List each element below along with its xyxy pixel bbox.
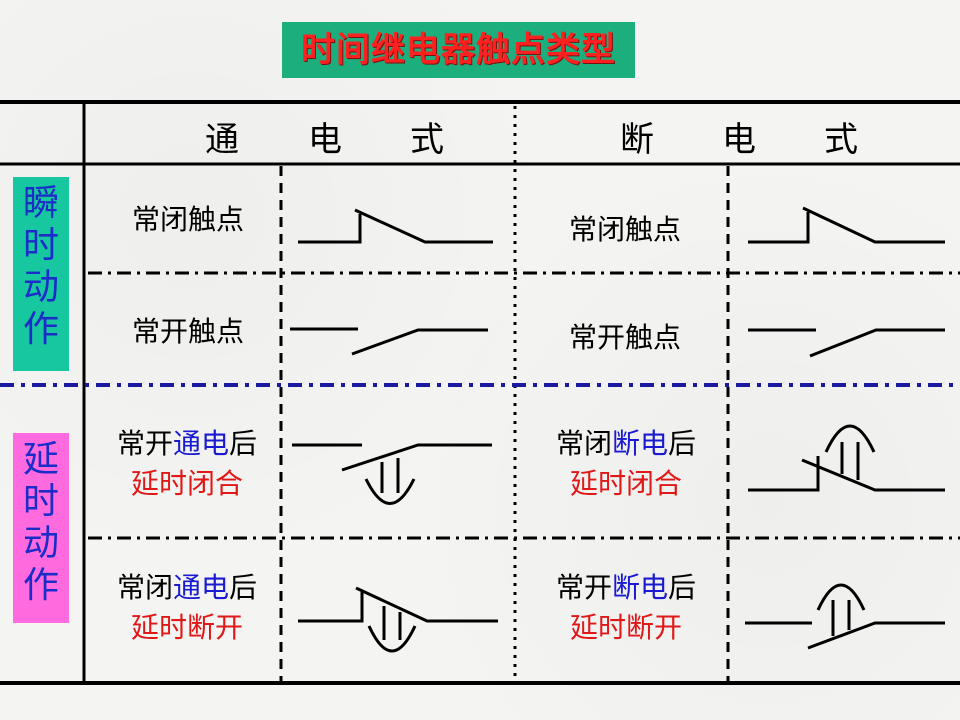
cell-inst-no-deenergize: 常开触点 bbox=[568, 321, 681, 354]
trigger-text: 通电 bbox=[172, 427, 229, 460]
page-title: 时间继电器触点类型 bbox=[282, 22, 635, 78]
contact-type: 常开 bbox=[555, 571, 612, 604]
header-energize-char-1: 通 bbox=[205, 120, 239, 160]
symbol-inst-nc-energize bbox=[298, 208, 493, 244]
contact-type: 常闭 bbox=[116, 571, 173, 604]
action-text: 延时断开 bbox=[569, 611, 682, 644]
trigger-text: 断电 bbox=[611, 571, 668, 604]
cell-line-1: 常开通电后 bbox=[94, 424, 280, 464]
suffix-text: 后 bbox=[668, 427, 697, 460]
group-label-instant: 瞬 时 动 作 bbox=[13, 177, 69, 371]
cell-line-1: 常闭通电后 bbox=[94, 568, 280, 608]
cell-delay-nc-energize: 常闭通电后 延时断开 bbox=[94, 568, 280, 648]
symbol-inst-no-energize bbox=[290, 327, 488, 356]
group-instant-char: 时 bbox=[22, 225, 59, 266]
cell-line-1: 常闭断电后 bbox=[528, 424, 724, 464]
group-delayed-char: 时 bbox=[22, 481, 59, 522]
group-instant-char: 瞬 bbox=[22, 183, 59, 224]
symbol-delay-nc-energize bbox=[298, 586, 498, 653]
group-delayed-char: 延 bbox=[22, 439, 59, 480]
suffix-text: 后 bbox=[229, 427, 258, 460]
suffix-text: 后 bbox=[229, 571, 258, 604]
header-deenergize-char-3: 式 bbox=[824, 120, 858, 160]
action-text: 延时闭合 bbox=[569, 467, 682, 500]
group-label-delayed: 延 时 动 作 bbox=[13, 433, 69, 623]
contact-type: 常闭 bbox=[555, 427, 612, 460]
header-energize-char-3: 式 bbox=[410, 120, 444, 160]
symbol-inst-no-deenergize bbox=[748, 328, 945, 358]
cell-inst-no-energize: 常开触点 bbox=[131, 315, 244, 348]
symbol-delay-no-energize bbox=[292, 443, 492, 505]
suffix-text: 后 bbox=[668, 571, 697, 604]
header-energize-char-2: 电 bbox=[308, 120, 342, 160]
cell-delay-nc-deenergize: 常闭断电后 延时闭合 bbox=[528, 424, 724, 504]
contact-type: 常开 bbox=[116, 427, 173, 460]
cell-delay-no-energize: 常开通电后 延时闭合 bbox=[94, 424, 280, 504]
trigger-text: 断电 bbox=[611, 427, 668, 460]
action-text: 延时闭合 bbox=[130, 467, 243, 500]
cell-line-1: 常开断电后 bbox=[528, 568, 724, 608]
action-text: 延时断开 bbox=[130, 611, 243, 644]
group-instant-char: 动 bbox=[22, 267, 59, 308]
symbol-delay-no-deenergize bbox=[745, 583, 945, 650]
cell-delay-no-deenergize: 常开断电后 延时断开 bbox=[528, 568, 724, 648]
trigger-text: 通电 bbox=[172, 571, 229, 604]
cell-inst-nc-deenergize: 常闭触点 bbox=[568, 213, 681, 246]
group-delayed-char: 动 bbox=[22, 523, 59, 564]
header-deenergize-char-1: 断 bbox=[620, 120, 654, 160]
group-instant-char: 作 bbox=[22, 309, 59, 350]
symbol-delay-nc-deenergize bbox=[748, 424, 945, 492]
group-delayed-char: 作 bbox=[22, 565, 59, 606]
symbol-inst-nc-deenergize bbox=[748, 206, 945, 244]
cell-inst-nc-energize: 常闭触点 bbox=[131, 203, 244, 236]
header-deenergize-char-2: 电 bbox=[722, 120, 756, 160]
